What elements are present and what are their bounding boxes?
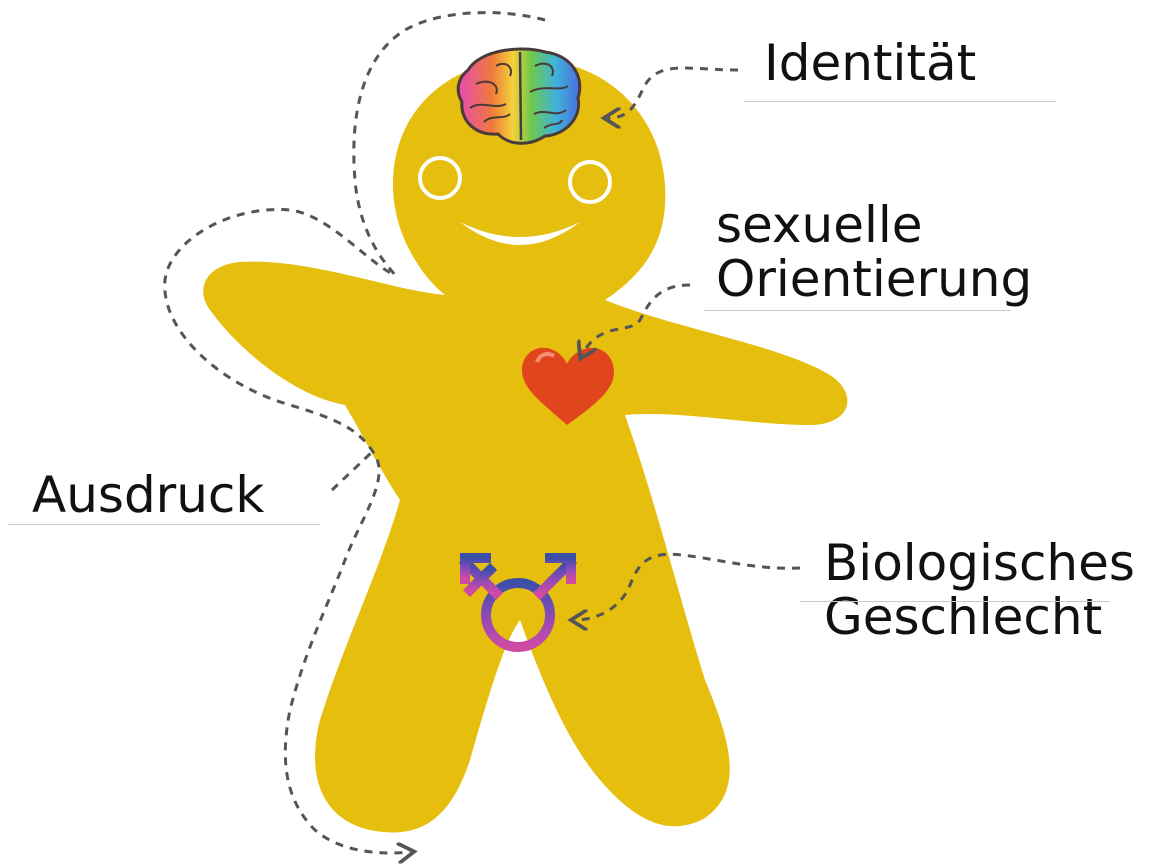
label-sexual-orientation: sexuelle Orientierung bbox=[716, 198, 1032, 306]
orientation-text-line1: sexuelle bbox=[716, 198, 1032, 252]
label-identity: Identität bbox=[764, 36, 976, 90]
identity-text: Identität bbox=[764, 34, 976, 92]
expression-underline bbox=[8, 524, 320, 525]
label-biological-sex: Biologisches Geschlecht bbox=[824, 536, 1135, 644]
sex-text-line1: Biologisches bbox=[824, 536, 1135, 590]
orientation-underline bbox=[704, 310, 1010, 311]
sex-underline bbox=[800, 601, 1110, 602]
identity-underline bbox=[744, 101, 1056, 102]
orientation-text-line2: Orientierung bbox=[716, 252, 1032, 306]
expression-text: Ausdruck bbox=[32, 466, 264, 524]
sex-text-line2: Geschlecht bbox=[824, 590, 1135, 644]
gingerbread-person-icon bbox=[203, 60, 847, 833]
label-expression: Ausdruck bbox=[32, 468, 264, 522]
expression-pointer-arrow bbox=[332, 452, 372, 490]
rainbow-brain-icon bbox=[458, 49, 580, 143]
